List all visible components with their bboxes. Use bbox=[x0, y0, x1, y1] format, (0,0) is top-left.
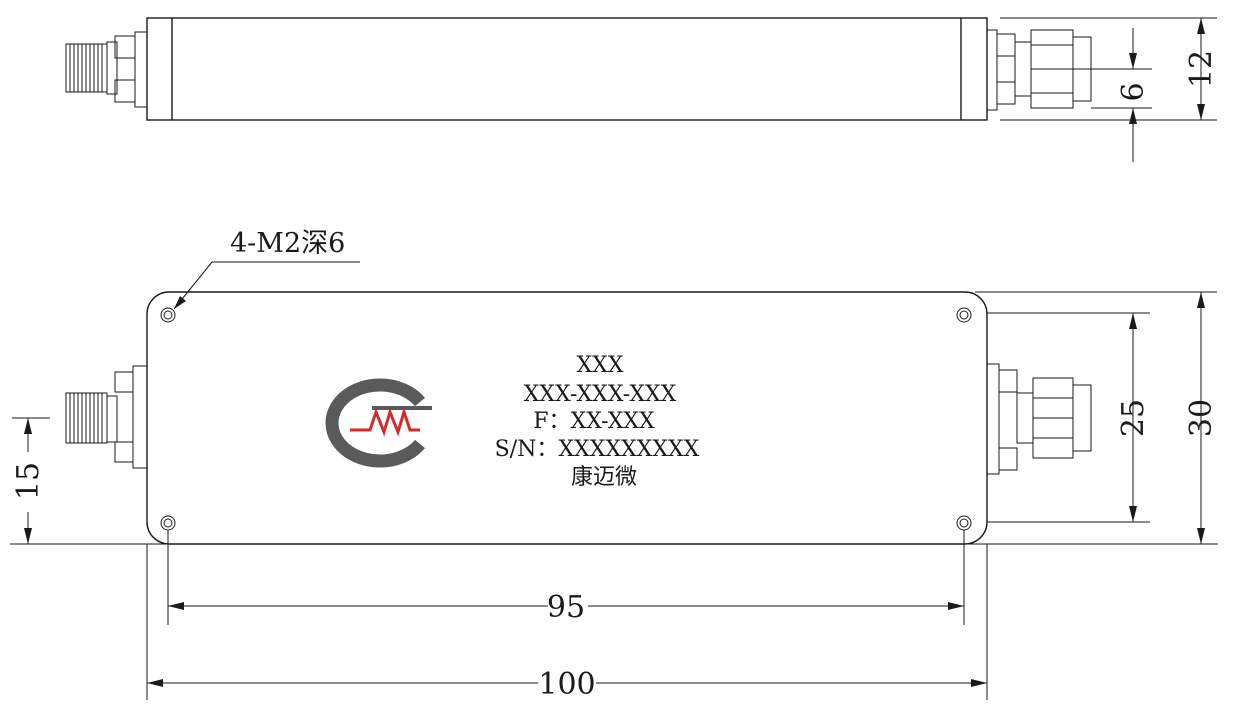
dim-front-15-text: 15 bbox=[11, 462, 46, 500]
front-left-connector bbox=[65, 365, 148, 469]
company-logo bbox=[325, 378, 432, 468]
product-label: XXX bbox=[577, 353, 624, 378]
dim-top-6-text: 6 bbox=[1116, 82, 1151, 101]
front-right-connector bbox=[986, 363, 1092, 475]
label-line: XXX bbox=[577, 353, 624, 378]
mounting-hole bbox=[160, 515, 176, 531]
dim-top-6: 6 bbox=[1073, 28, 1152, 162]
dim-front-100-text: 100 bbox=[538, 667, 595, 702]
dim-front-100: 100 bbox=[147, 667, 987, 702]
dim-front-30-text: 30 bbox=[1184, 399, 1219, 437]
dim-top-12: 12 bbox=[1000, 17, 1219, 121]
mounting-hole bbox=[956, 307, 972, 323]
mounting-hole bbox=[956, 515, 972, 531]
top-left-connector bbox=[65, 31, 148, 108]
dim-front-95-text: 95 bbox=[547, 590, 585, 625]
dim-front-15: 15 bbox=[11, 417, 50, 544]
label-line: F：XX-XXX bbox=[533, 409, 655, 434]
label-line: 康迈微 bbox=[571, 465, 637, 490]
dim-front-25-text: 25 bbox=[1116, 399, 1151, 437]
hole-callout: 4-M2深6 bbox=[173, 228, 360, 310]
dim-top-12-text: 12 bbox=[1184, 50, 1219, 88]
dim-front-25: 25 bbox=[987, 312, 1151, 523]
top-right-connector bbox=[986, 29, 1092, 111]
top-view: 6 12 bbox=[65, 17, 1219, 162]
label-line: XXX-XXX-XXX bbox=[524, 382, 677, 407]
label-line: S/N：XXXXXXXXX bbox=[495, 437, 700, 462]
top-housing-outline bbox=[146, 17, 988, 121]
dim-front-95: 95 bbox=[168, 590, 964, 625]
front-view: 4-M2深6 bbox=[10, 228, 1219, 702]
mounting-hole bbox=[160, 307, 176, 323]
dim-front-30: 30 bbox=[975, 291, 1219, 544]
hole-callout-text: 4-M2深6 bbox=[230, 228, 345, 259]
